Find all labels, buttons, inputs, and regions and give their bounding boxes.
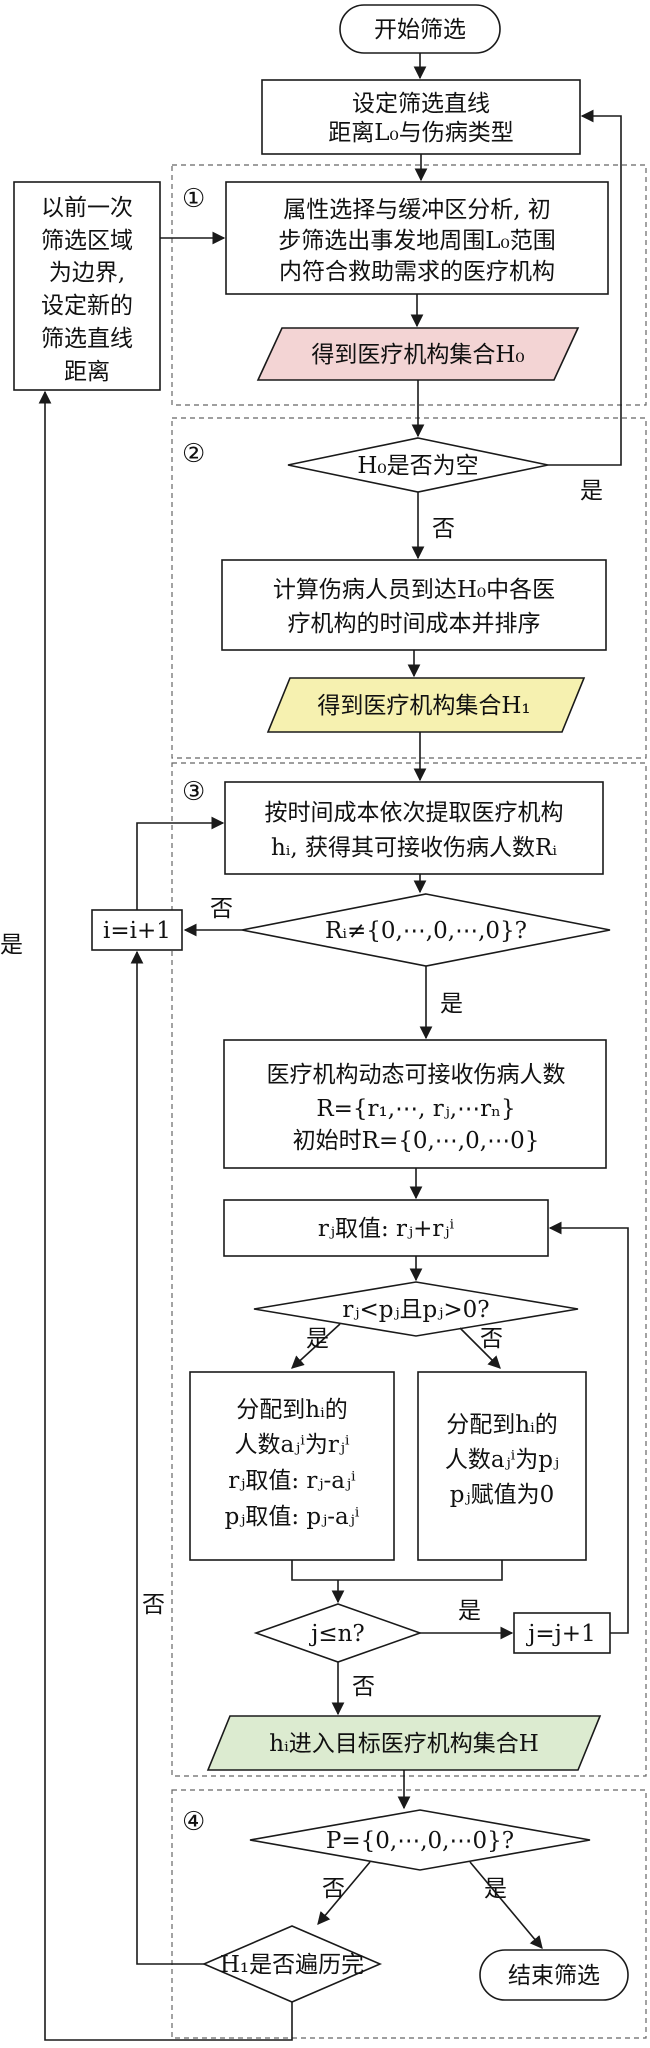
ri-check-no: 否 xyxy=(210,896,233,922)
set-distance-line-1: 设定筛选直线 xyxy=(352,91,490,117)
assign-yes-line-1: 分配到hᵢ的 xyxy=(236,1397,347,1423)
new-boundary-line-2: 筛选区域 xyxy=(41,228,133,254)
section-frame-3 xyxy=(171,762,647,1777)
h1-done-no: 否 xyxy=(142,1592,165,1618)
calc-cost-line-1: 计算伤病人员到达H₀中各医 xyxy=(273,577,555,603)
ri-check-yes: 是 xyxy=(440,991,463,1017)
start-label: 开始筛选 xyxy=(374,17,466,43)
enter-h-label: hᵢ进入目标医疗机构集合H xyxy=(269,1731,539,1757)
assign-no-line-1: 分配到hᵢ的 xyxy=(446,1412,557,1438)
p-check-decision xyxy=(249,1809,591,1871)
rj-value-box xyxy=(223,1199,549,1257)
enter-h-node xyxy=(206,1715,602,1771)
h0-empty-yes: 是 xyxy=(580,478,603,504)
new-boundary-line-3: 为边界, xyxy=(49,260,125,286)
end-label: 结束筛选 xyxy=(508,1963,600,1989)
get-h0-label: 得到医疗机构集合H₀ xyxy=(311,342,524,368)
outer-loop-yes: 是 xyxy=(0,932,23,958)
new-boundary-line-6: 距离 xyxy=(64,359,110,385)
end-node xyxy=(479,1949,629,2001)
j-check-no: 否 xyxy=(352,1674,375,1700)
j-increment-box xyxy=(513,1612,611,1654)
set-distance-box xyxy=(261,79,581,155)
section-number-3: ③ xyxy=(182,777,205,807)
buffer-line-3: 内符合救助需求的医疗机构 xyxy=(279,259,555,285)
dynamic-line-3: 初始时R={0,⋯,0,⋯0} xyxy=(293,1128,540,1154)
i-increment-box xyxy=(91,909,183,951)
assign-yes-line-4: pⱼ取值: pⱼ-aⱼⁱ xyxy=(225,1504,360,1530)
get-h1-node xyxy=(266,677,586,733)
h0-empty-label: H₀是否为空 xyxy=(357,453,478,479)
extract-line-2: hᵢ, 获得其可接收伤病人数Rᵢ xyxy=(271,835,557,861)
buffer-line-2: 步筛选出事发地周围L₀范围 xyxy=(278,228,556,254)
section-frame-4 xyxy=(171,1789,647,2039)
h0-empty-no: 否 xyxy=(432,516,455,542)
assign-yes-line-2: 人数aⱼⁱ为rⱼⁱ xyxy=(234,1432,349,1458)
calc-cost-line-2: 疗机构的时间成本并排序 xyxy=(288,611,541,637)
j-check-yes: 是 xyxy=(458,1598,481,1624)
extract-box xyxy=(224,781,604,875)
assign-no-line-2: 人数aⱼⁱ为pⱼ xyxy=(445,1447,559,1473)
new-boundary-line-1: 以前一次 xyxy=(41,195,133,221)
section-number-4: ④ xyxy=(182,1807,205,1837)
assign-no-box xyxy=(417,1371,587,1561)
h1-done-label: H₁是否遍历完 xyxy=(220,1952,364,1978)
section-number-2: ② xyxy=(182,439,205,469)
extract-line-1: 按时间成本依次提取医疗机构 xyxy=(265,800,564,826)
ri-check-label: Rᵢ≠{0,⋯,0,⋯,0}? xyxy=(325,918,527,944)
assign-yes-line-3: rⱼ取值: rⱼ-aⱼⁱ xyxy=(228,1468,356,1494)
j-check-label: j≤n? xyxy=(308,1621,365,1647)
rj-check-yes: 是 xyxy=(306,1326,329,1352)
i-increment-label: i=i+1 xyxy=(103,918,171,944)
rj-check-no: 否 xyxy=(480,1326,503,1352)
p-check-yes: 是 xyxy=(484,1876,507,1902)
dynamic-line-2: R={r₁,⋯, rⱼ,⋯rₙ} xyxy=(316,1096,515,1122)
new-boundary-line-5: 筛选直线 xyxy=(41,326,133,352)
section-number-1: ① xyxy=(182,184,205,214)
j-increment-label: j=j+1 xyxy=(525,1621,595,1647)
get-h1-label: 得到医疗机构集合H₁ xyxy=(317,693,530,719)
rj-check-label: rⱼ<pⱼ且pⱼ>0? xyxy=(342,1297,489,1323)
dynamic-capacity-box xyxy=(223,1039,607,1169)
section-frame-1 xyxy=(171,164,647,406)
assign-yes-box xyxy=(189,1371,395,1561)
rj-value-label: rⱼ取值: rⱼ+rⱼⁱ xyxy=(318,1216,455,1242)
dynamic-line-1: 医疗机构动态可接收伤病人数 xyxy=(267,1062,566,1088)
p-check-no: 否 xyxy=(322,1876,345,1902)
get-h0-node xyxy=(256,327,580,381)
section-frame-2 xyxy=(171,417,647,759)
p-check-label: P={0,⋯,0,⋯0}? xyxy=(326,1828,514,1854)
new-boundary-box xyxy=(13,181,161,391)
buffer-line-1: 属性选择与缓冲区分析, 初 xyxy=(283,197,551,223)
rj-check-decision xyxy=(253,1281,579,1337)
new-boundary-line-4: 设定新的 xyxy=(41,293,133,319)
set-distance-line-2: 距离L₀与伤病类型 xyxy=(328,120,514,146)
assign-no-line-3: pⱼ赋值为0 xyxy=(450,1482,554,1508)
